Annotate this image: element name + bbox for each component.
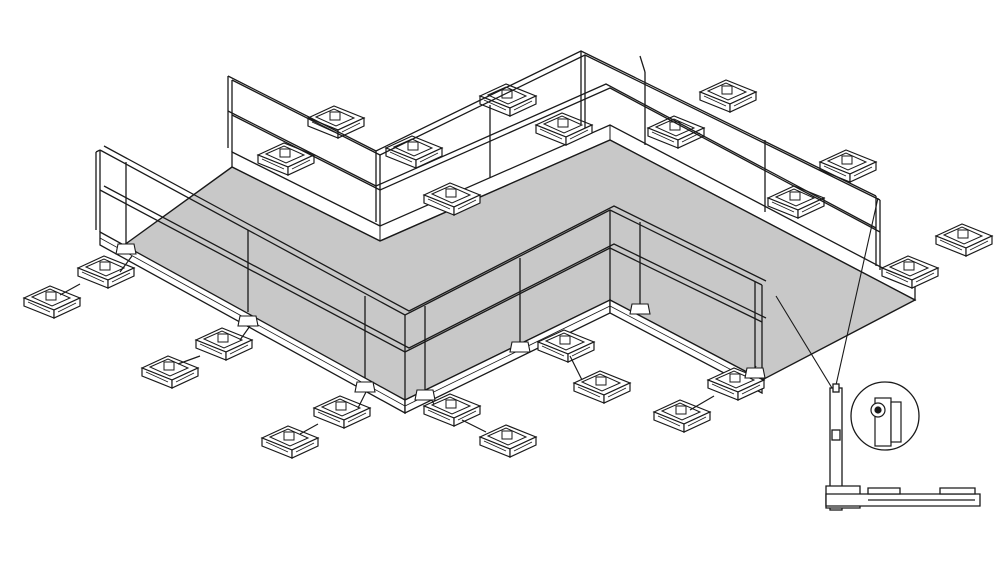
detail-leader-lines xyxy=(775,197,879,389)
detail-inset xyxy=(825,381,981,511)
back-guardrail xyxy=(227,50,881,270)
post-base-plates xyxy=(115,243,766,401)
front-guardrail xyxy=(95,145,767,400)
guardrail-post-icon xyxy=(825,383,981,511)
